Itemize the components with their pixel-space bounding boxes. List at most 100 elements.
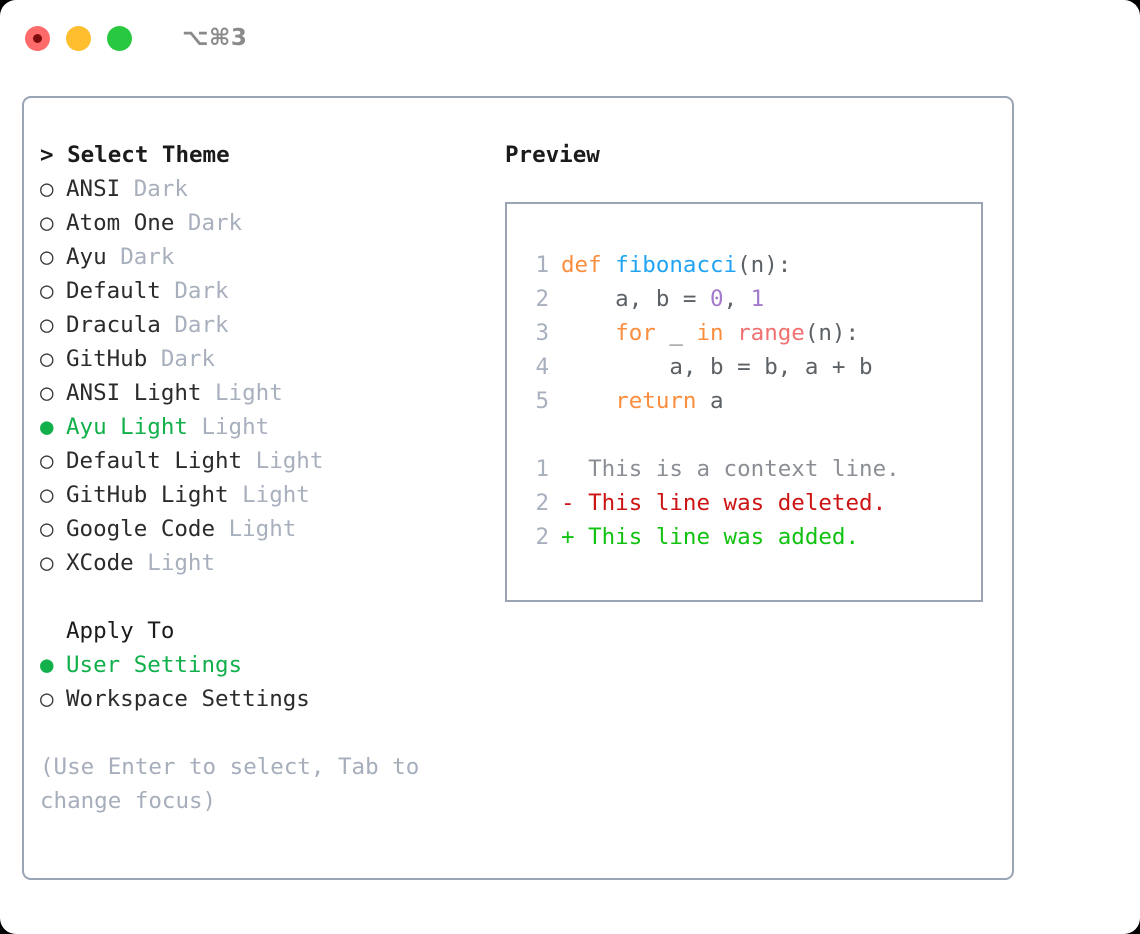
title-bar: ⌥⌘3 bbox=[0, 0, 1140, 76]
line-number: 4 bbox=[535, 354, 549, 380]
code-token-pln: _ bbox=[655, 320, 697, 346]
code-token-pln: (n): bbox=[804, 320, 860, 346]
code-token-pln: , bbox=[723, 286, 751, 312]
theme-variant-badge: Light bbox=[215, 380, 283, 406]
theme-variant-badge: Dark bbox=[120, 244, 175, 270]
space bbox=[120, 172, 134, 206]
diff-line: 2- This line was deleted. bbox=[523, 486, 981, 520]
theme-list-item[interactable]: ○Default Light Light bbox=[40, 444, 505, 478]
close-icon bbox=[33, 33, 42, 43]
code-token-pln: a, b = bbox=[561, 286, 711, 312]
theme-list-item[interactable]: ○ XCode Light bbox=[40, 546, 505, 580]
code-token-pln: (n): bbox=[737, 252, 792, 278]
theme-variant-badge: Light bbox=[201, 414, 270, 440]
code-token-call: range bbox=[737, 320, 805, 346]
radio-selected-icon: ● bbox=[40, 414, 54, 440]
space bbox=[575, 456, 589, 482]
apply-to-item[interactable]: ○ Workspace Settings bbox=[40, 682, 505, 716]
code-token-kw: return bbox=[615, 388, 697, 414]
radio-unselected-icon: ○ bbox=[40, 550, 54, 576]
theme-picker-column: > Select Theme ○ANSI Dark○Atom One Dark○… bbox=[40, 138, 505, 868]
apply-to-item[interactable]: ●User Settings bbox=[40, 648, 505, 682]
theme-variant-badge: Light bbox=[255, 448, 324, 474]
select-theme-heading: > Select Theme bbox=[40, 142, 230, 168]
theme-list-item[interactable]: ○ANSI Dark bbox=[40, 172, 505, 206]
space bbox=[188, 410, 202, 444]
theme-name: Atom One bbox=[66, 210, 175, 236]
radio-selected-icon: ● bbox=[40, 652, 54, 678]
radio-unselected-icon: ○ bbox=[40, 516, 54, 542]
code-line: 4 a, b = b, a + b bbox=[523, 350, 981, 384]
maximize-button[interactable] bbox=[107, 25, 132, 51]
theme-list-item[interactable]: ○Default Dark bbox=[40, 274, 505, 308]
theme-name: Dracula bbox=[66, 312, 161, 338]
theme-list-item[interactable]: ○Atom One Dark bbox=[40, 206, 505, 240]
code-token-pln bbox=[561, 320, 615, 346]
theme-list-item[interactable]: ○Dracula Dark bbox=[40, 308, 505, 342]
space bbox=[229, 478, 243, 512]
code-token-kw: in bbox=[696, 320, 724, 346]
line-number: 3 bbox=[535, 320, 549, 346]
radio-unselected-icon: ○ bbox=[40, 380, 54, 406]
theme-variant-badge: Dark bbox=[174, 312, 229, 338]
space bbox=[242, 444, 256, 478]
theme-variant-badge: Light bbox=[228, 516, 297, 542]
space bbox=[161, 274, 175, 308]
theme-variant-badge: Light bbox=[147, 550, 216, 576]
line-number: 2 bbox=[535, 286, 549, 312]
space bbox=[575, 490, 589, 516]
theme-list-item[interactable]: ○ ANSI Light Light bbox=[40, 376, 505, 410]
space bbox=[575, 524, 589, 550]
theme-list-item[interactable]: ●Ayu Light Light bbox=[40, 410, 505, 444]
minimize-button[interactable] bbox=[66, 25, 91, 51]
code-line: 3 for _ in range(n): bbox=[523, 316, 981, 350]
diff-marker bbox=[561, 456, 575, 482]
diff-sample: 1 This is a context line.2- This line wa… bbox=[523, 452, 981, 554]
diff-line: 2 + This line was added. bbox=[523, 520, 981, 554]
code-token-kw: def bbox=[561, 252, 602, 278]
list-spacer bbox=[40, 580, 505, 614]
space bbox=[215, 512, 229, 546]
theme-variant-badge: Light bbox=[242, 482, 310, 508]
code-token-pln bbox=[602, 252, 616, 278]
preview-heading: Preview bbox=[505, 142, 600, 168]
window-controls bbox=[25, 25, 132, 51]
close-button[interactable] bbox=[25, 25, 50, 51]
diff-line-number: 2 bbox=[535, 524, 549, 550]
space bbox=[174, 206, 188, 240]
radio-unselected-icon: ○ bbox=[40, 244, 54, 270]
diff-line-number: 1 bbox=[535, 456, 549, 482]
theme-list-item[interactable]: ○ GitHub Light Light bbox=[40, 478, 505, 512]
theme-name: GitHub Light bbox=[66, 482, 229, 508]
space bbox=[134, 546, 148, 580]
code-token-num: 0 bbox=[710, 286, 724, 312]
apply-to-label: Workspace Settings bbox=[66, 686, 310, 712]
theme-list-item[interactable]: ○ Google Code Light bbox=[40, 512, 505, 546]
radio-unselected-icon: ○ bbox=[40, 176, 54, 202]
diff-line: 1 This is a context line. bbox=[523, 452, 981, 486]
shortcut-label: ⌥⌘3 bbox=[182, 25, 248, 51]
radio-unselected-icon: ○ bbox=[40, 686, 54, 712]
theme-list-item[interactable]: ○ Ayu Dark bbox=[40, 240, 505, 274]
theme-name: ANSI Light bbox=[66, 380, 202, 406]
diff-line-number: 2 bbox=[535, 490, 549, 516]
space bbox=[161, 308, 175, 342]
theme-name: Google Code bbox=[66, 516, 216, 542]
theme-list-item[interactable]: ○GitHub Dark bbox=[40, 342, 505, 376]
diff-marker: + bbox=[561, 524, 575, 550]
radio-unselected-icon: ○ bbox=[40, 346, 54, 372]
radio-unselected-icon: ○ bbox=[40, 482, 54, 508]
diff-text: This line was added. bbox=[588, 524, 860, 550]
theme-variant-badge: Dark bbox=[174, 278, 229, 304]
code-token-kw bbox=[561, 388, 615, 414]
space bbox=[201, 376, 215, 410]
code-token-fn: fibonacci bbox=[615, 252, 738, 278]
radio-unselected-icon: ○ bbox=[40, 448, 54, 474]
space bbox=[107, 240, 121, 274]
theme-name: Ayu bbox=[66, 244, 107, 270]
theme-name: Default bbox=[66, 278, 161, 304]
theme-name: XCode bbox=[66, 550, 134, 576]
